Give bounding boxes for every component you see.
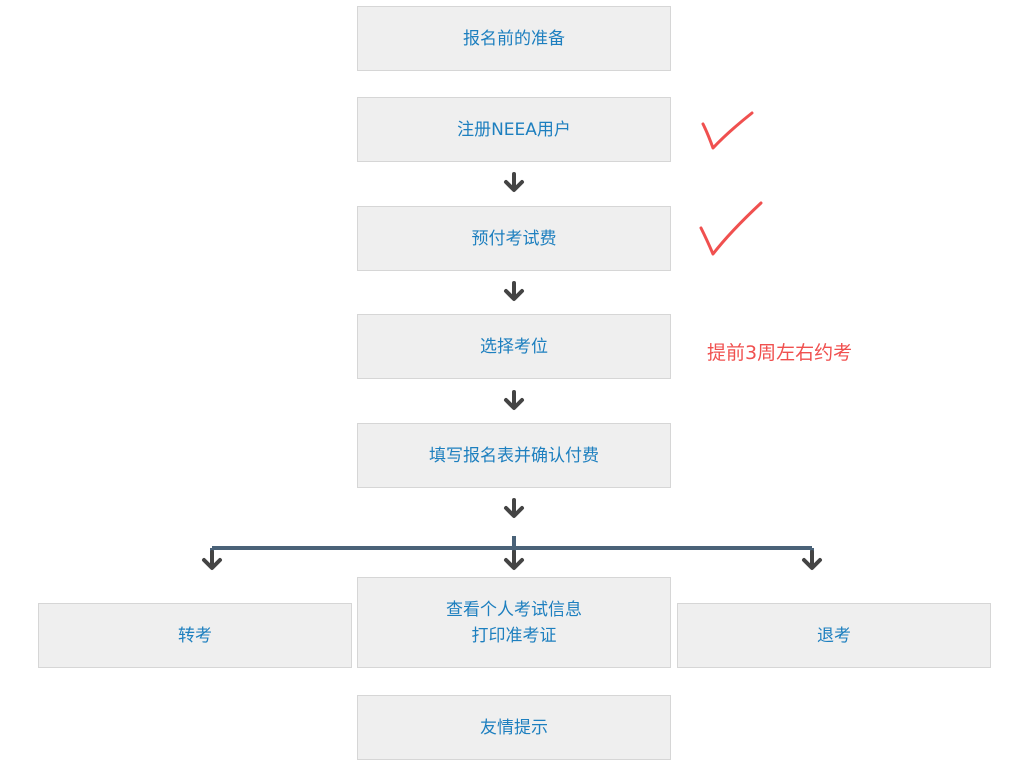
down-arrow-icon	[504, 172, 524, 192]
down-arrow-icon	[504, 550, 524, 570]
down-arrow-icon	[504, 281, 524, 301]
step-register-label: 注册NEEA用户	[457, 119, 571, 140]
step-view-info[interactable]: 查看个人考试信息 打印准考证	[357, 577, 671, 668]
down-arrow-icon	[802, 550, 822, 570]
step-tips-label: 友情提示	[480, 717, 548, 738]
down-arrow-icon	[504, 390, 524, 410]
step-register[interactable]: 注册NEEA用户	[357, 97, 671, 162]
step-prepare[interactable]: 报名前的准备	[357, 6, 671, 71]
step-tips[interactable]: 友情提示	[357, 695, 671, 760]
step-view-info-label-1: 查看个人考试信息	[446, 599, 582, 620]
check-mark-icon	[701, 111, 754, 150]
step-prepare-label: 报名前的准备	[463, 28, 565, 49]
step-prepay-label: 预付考试费	[471, 228, 557, 249]
step-transfer-label: 转考	[178, 625, 212, 646]
step-prepay[interactable]: 预付考试费	[357, 206, 671, 271]
down-arrow-icon	[202, 550, 222, 570]
down-arrow-icon	[504, 498, 524, 518]
step-select-seat[interactable]: 选择考位	[357, 314, 671, 379]
annotation-note: 提前3周左右约考	[707, 342, 853, 364]
step-fill-form[interactable]: 填写报名表并确认付费	[357, 423, 671, 488]
step-withdraw[interactable]: 退考	[677, 603, 991, 668]
step-fill-form-label: 填写报名表并确认付费	[429, 445, 599, 466]
step-withdraw-label: 退考	[817, 625, 851, 646]
step-select-seat-label: 选择考位	[480, 336, 548, 357]
step-transfer[interactable]: 转考	[38, 603, 352, 668]
check-mark-icon	[699, 201, 763, 256]
step-view-info-label-2: 打印准考证	[471, 625, 557, 646]
